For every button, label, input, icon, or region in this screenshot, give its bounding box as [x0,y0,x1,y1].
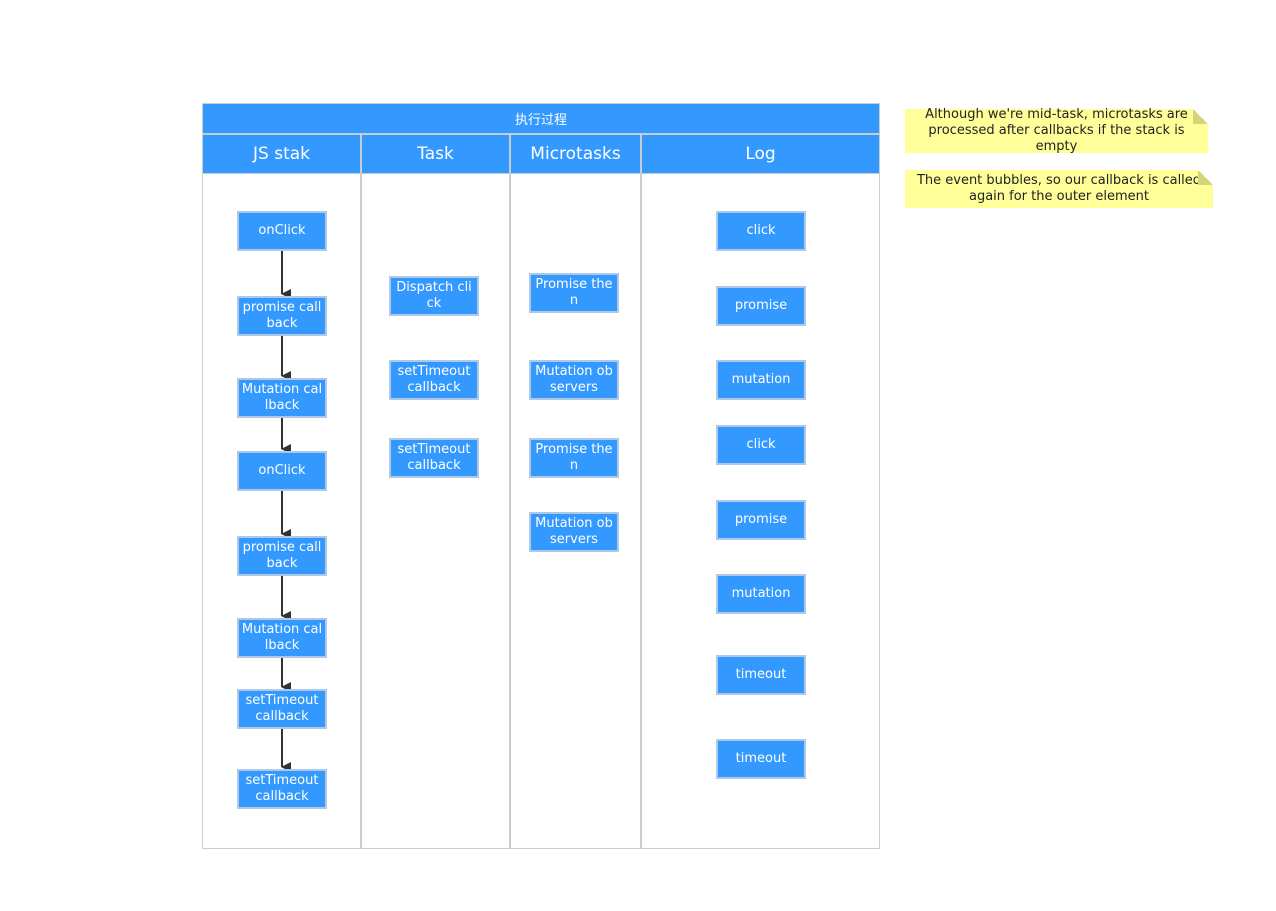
js-stack-box: onClick [237,211,327,251]
note-fold-icon [1198,170,1213,185]
log-box: promise [716,286,806,326]
js-stack-box: Mutation callback [237,618,327,658]
pool-title: 执行过程 [202,103,880,134]
microtask-box: Promise then [529,438,619,478]
js-stack-box: Mutation callback [237,378,327,418]
lane-header-task: Task [361,134,510,174]
microtask-box: Mutation observers [529,360,619,400]
lane-divider [640,134,642,849]
js-stack-box: setTimeout callback [237,769,327,809]
log-box: click [716,211,806,251]
lane-divider [509,134,511,849]
log-box: timeout [716,739,806,779]
note-microtasks: Although we're mid-task, microtasks are … [905,107,1208,154]
js-stack-box: setTimeout callback [237,689,327,729]
lane-divider [360,134,362,849]
lane-header-microtasks: Microtasks [510,134,641,174]
log-box: click [716,425,806,465]
task-box: setTimeout callback [389,360,479,400]
log-box: mutation [716,574,806,614]
js-stack-box: onClick [237,451,327,491]
log-box: timeout [716,655,806,695]
task-box: setTimeout callback [389,438,479,478]
log-box: promise [716,500,806,540]
note-bubbles: The event bubbles, so our callback is ca… [905,170,1213,208]
js-stack-box: promise callback [237,296,327,336]
note-fold-icon [1193,109,1208,124]
note-text: Although we're mid-task, microtasks are … [925,107,1188,154]
task-box: Dispatch click [389,276,479,316]
log-box: mutation [716,360,806,400]
lane-header-log: Log [641,134,880,174]
microtask-box: Mutation observers [529,512,619,552]
microtask-box: Promise then [529,273,619,313]
note-text: The event bubbles, so our callback is ca… [916,173,1202,204]
js-stack-box: promise callback [237,536,327,576]
